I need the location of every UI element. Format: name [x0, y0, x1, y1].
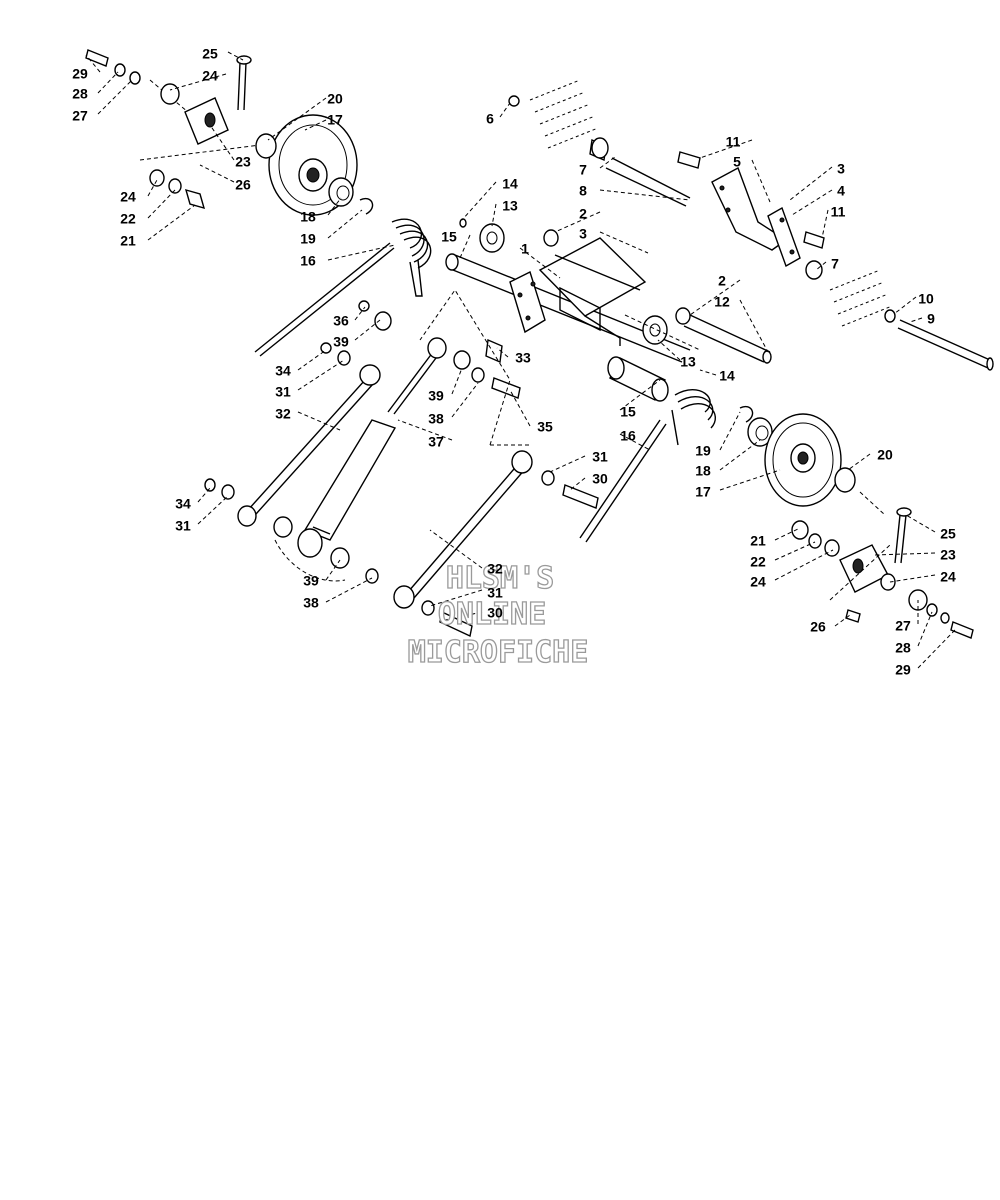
callout-23: 23	[940, 547, 956, 563]
callout-3: 3	[579, 226, 587, 242]
callout-6: 6	[486, 111, 494, 127]
callout-39: 39	[428, 388, 444, 404]
callout-39: 39	[333, 334, 349, 350]
callout-29: 29	[72, 66, 88, 82]
callout-11: 11	[831, 204, 846, 220]
callout-34: 34	[275, 363, 291, 379]
callout-24: 24	[202, 68, 218, 84]
callout-27: 27	[72, 108, 88, 124]
upper-left-wheel-assembly	[85, 49, 374, 216]
callout-9: 9	[927, 311, 935, 327]
callout-5: 5	[733, 154, 741, 170]
callout-29: 29	[895, 662, 911, 678]
callout-15: 15	[441, 229, 457, 245]
callout-25: 25	[202, 46, 218, 62]
link-arms	[204, 289, 599, 638]
callout-14: 14	[502, 176, 518, 192]
callout-30: 30	[592, 471, 608, 487]
callout-26: 26	[810, 619, 826, 635]
callout-2: 2	[579, 206, 587, 222]
callout-22: 22	[120, 211, 136, 227]
callout-31: 31	[275, 384, 291, 400]
callout-35: 35	[537, 419, 553, 435]
callout-36: 36	[333, 313, 349, 329]
callout-32: 32	[487, 561, 503, 577]
callout-28: 28	[72, 86, 88, 102]
callout-14: 14	[719, 368, 735, 384]
callout-28: 28	[895, 640, 911, 656]
callout-10: 10	[918, 291, 934, 307]
callout-20: 20	[327, 91, 343, 107]
callout-24: 24	[120, 189, 136, 205]
callout-3: 3	[837, 161, 845, 177]
callout-22: 22	[750, 554, 766, 570]
callout-13: 13	[680, 354, 696, 370]
callout-20: 20	[877, 447, 893, 463]
callout-25: 25	[940, 526, 956, 542]
watermark-line3: MICROFICHE	[408, 635, 589, 670]
callout-11: 11	[726, 134, 741, 150]
upper-shaft-parts	[508, 79, 994, 371]
callout-31: 31	[175, 518, 191, 534]
callout-21: 21	[750, 533, 766, 549]
callout-16: 16	[620, 428, 636, 444]
callout-13: 13	[502, 198, 518, 214]
watermark-line1: HLSM'S	[446, 561, 554, 596]
callout-17: 17	[327, 112, 343, 128]
callout-31: 31	[592, 449, 608, 465]
callout-23: 23	[235, 154, 251, 170]
main-frame	[445, 237, 691, 363]
callout-38: 38	[428, 411, 444, 427]
callout-33: 33	[515, 350, 531, 366]
callout-8: 8	[579, 183, 587, 199]
callout-18: 18	[695, 463, 711, 479]
shock-absorber	[297, 337, 447, 558]
callout-26: 26	[235, 177, 251, 193]
callout-2: 2	[718, 273, 726, 289]
callout-24: 24	[940, 569, 956, 585]
callout-39: 39	[303, 573, 319, 589]
callout-19: 19	[695, 443, 711, 459]
callout-21: 21	[120, 233, 136, 249]
callout-16: 16	[300, 253, 316, 269]
callout-19: 19	[300, 231, 316, 247]
callout-7: 7	[831, 256, 839, 272]
watermark-line2: ONLINE	[438, 597, 546, 632]
callout-38: 38	[303, 595, 319, 611]
callout-37: 37	[428, 434, 444, 450]
callout-7: 7	[579, 162, 587, 178]
callout-34: 34	[175, 496, 191, 512]
callout-24: 24	[750, 574, 766, 590]
lower-right-wheel-assembly	[579, 314, 974, 639]
callout-32: 32	[275, 406, 291, 422]
callout-1: 1	[521, 241, 529, 257]
leader-lines	[85, 51, 956, 669]
callout-31: 31	[487, 585, 503, 601]
callout-30: 30	[487, 605, 503, 621]
callout-17: 17	[695, 484, 711, 500]
callout-18: 18	[300, 209, 316, 225]
upper-torsion-spring	[254, 218, 505, 357]
callout-15: 15	[620, 404, 636, 420]
watermark: HLSM'S ONLINE MICROFICHE	[407, 560, 589, 670]
callout-12: 12	[714, 294, 730, 310]
callout-4: 4	[837, 183, 845, 199]
callout-27: 27	[895, 618, 911, 634]
